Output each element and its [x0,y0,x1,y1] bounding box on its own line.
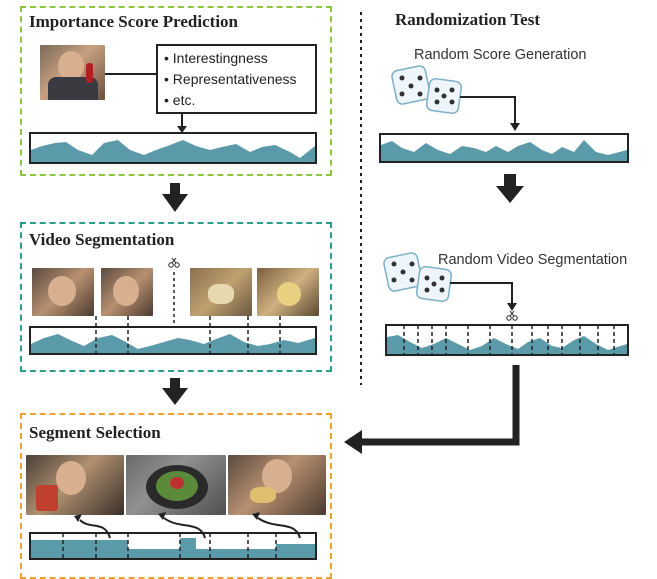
random-to-selection-arrow [358,365,520,446]
selection-arrows [79,517,301,539]
dice-icon [425,77,463,115]
segment-frame-thumbnail [101,268,153,316]
segmentation-panel [20,222,332,372]
random-segmentation-area [387,335,627,354]
segment-frame-thumbnail [32,268,94,316]
selected-segments-area [31,538,315,558]
segmentation-score-area [31,334,315,353]
scissors-icon [168,257,180,268]
random-score-area [381,140,627,161]
criteria-item: • etc. [164,92,196,108]
arrowhead [74,514,82,522]
importance-panel-title: Importance Score Prediction [29,12,238,31]
segment-boundaries [95,316,281,353]
arrowhead [510,123,520,131]
dice-icon [383,252,423,292]
segment-frame-thumbnail [190,268,252,316]
segment-boundaries [62,533,277,559]
criteria-box: • Interestingness • Representativeness •… [156,44,317,114]
randomization-title: Randomization Test [395,10,540,29]
selection-panel [20,413,332,579]
importance-score-area [31,140,315,162]
connector-line [450,282,513,306]
selected-frame-thumbnail [26,455,124,515]
random-score-label: Random Score Generation [414,47,587,63]
arrowhead [344,430,362,454]
scissors-icon [506,310,518,321]
segmentation-panel-title: Video Segmentation [29,230,175,249]
dice-icon [415,265,453,303]
selected-frame-thumbnail [228,455,326,515]
segment-frame-thumbnail [257,268,319,316]
selected-frame-thumbnail [126,455,226,515]
importance-panel [20,6,332,176]
connector-line [460,96,516,127]
arrowhead [507,303,517,311]
arrowhead [158,512,166,520]
arrowhead [252,512,260,520]
criteria-item: • Representativeness [164,71,297,87]
criteria-text: Representativeness [172,71,297,87]
flow-arrow [496,174,524,203]
criteria-text: etc. [172,92,196,108]
criteria-text: Interestingness [172,50,268,66]
flow-arrow [162,183,188,212]
flow-arrow [162,378,188,405]
criteria-item: • Interestingness [164,50,268,66]
video-frame-thumbnail [40,45,105,100]
selection-panel-title: Segment Selection [29,423,161,442]
dice-icon [391,65,431,105]
random-segmentation-label: Random Video Segmentation [438,252,628,268]
segment-boundaries [403,325,615,355]
arrowhead [177,126,187,133]
